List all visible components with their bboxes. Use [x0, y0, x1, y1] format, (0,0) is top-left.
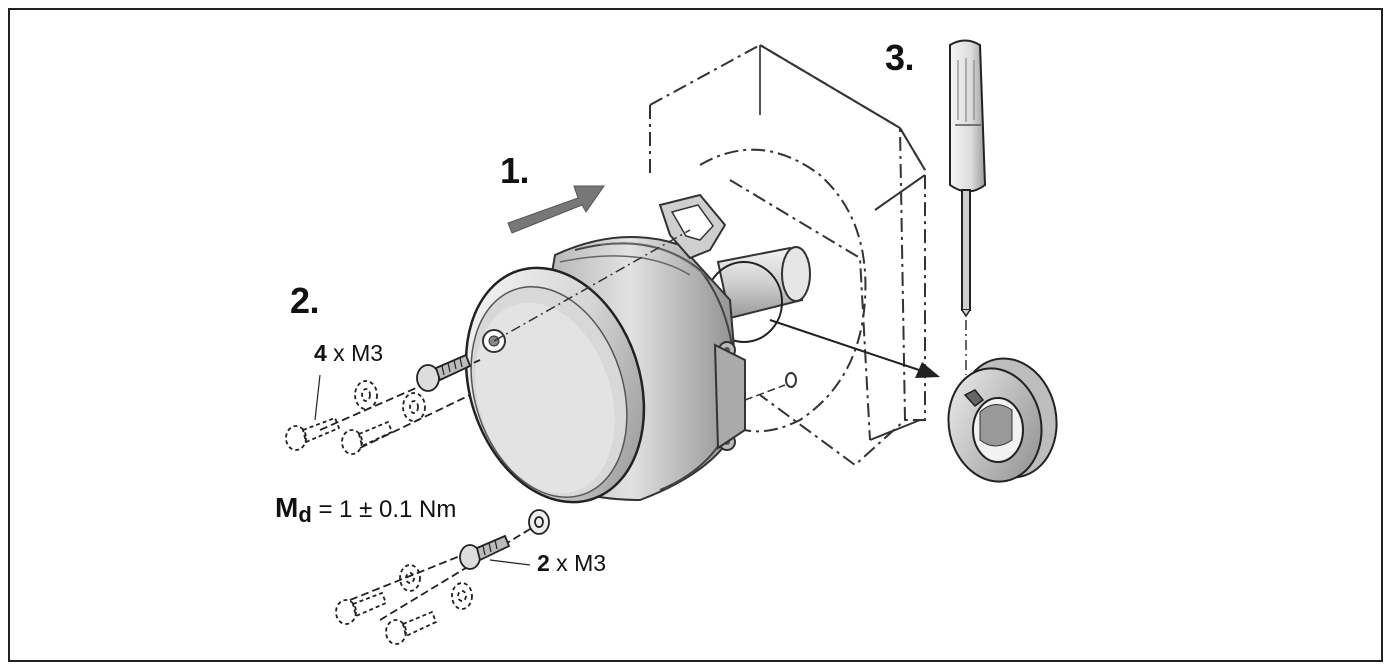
flange-hole [785, 372, 797, 388]
front-screws-count: 2 [537, 550, 550, 576]
motor-flange [649, 43, 926, 467]
clamping-ring [947, 357, 1058, 483]
torque-symbol: Md [275, 492, 312, 527]
rear-screws-spec: x M3 [326, 340, 384, 366]
torque-subscript: d [298, 502, 312, 527]
encoder-body [464, 193, 746, 504]
motor-flange-solid [759, 44, 926, 441]
clamp-pointer-arrow [769, 319, 940, 378]
front-screw-group [335, 509, 550, 645]
front-screws-label: 2 x M3 [537, 550, 606, 577]
step-3-label: 3. [885, 37, 915, 78]
rear-screw-group [285, 353, 481, 455]
rear-screws-label: 4 x M3 [314, 340, 383, 367]
rear-screws-count: 4 [314, 340, 327, 366]
step-2-label: 2. [290, 280, 320, 321]
alignment-line [493, 229, 691, 342]
torque-symbol-letter: M [275, 492, 299, 523]
step-1-label: 1. [500, 150, 530, 191]
screwdriver [949, 39, 987, 375]
front-screws-spec: x M3 [549, 550, 607, 576]
torque-label: Md = 1 ± 0.1 Nm [275, 492, 456, 528]
torque-value: = 1 ± 0.1 Nm [311, 496, 457, 523]
direction-arrow [507, 185, 605, 234]
